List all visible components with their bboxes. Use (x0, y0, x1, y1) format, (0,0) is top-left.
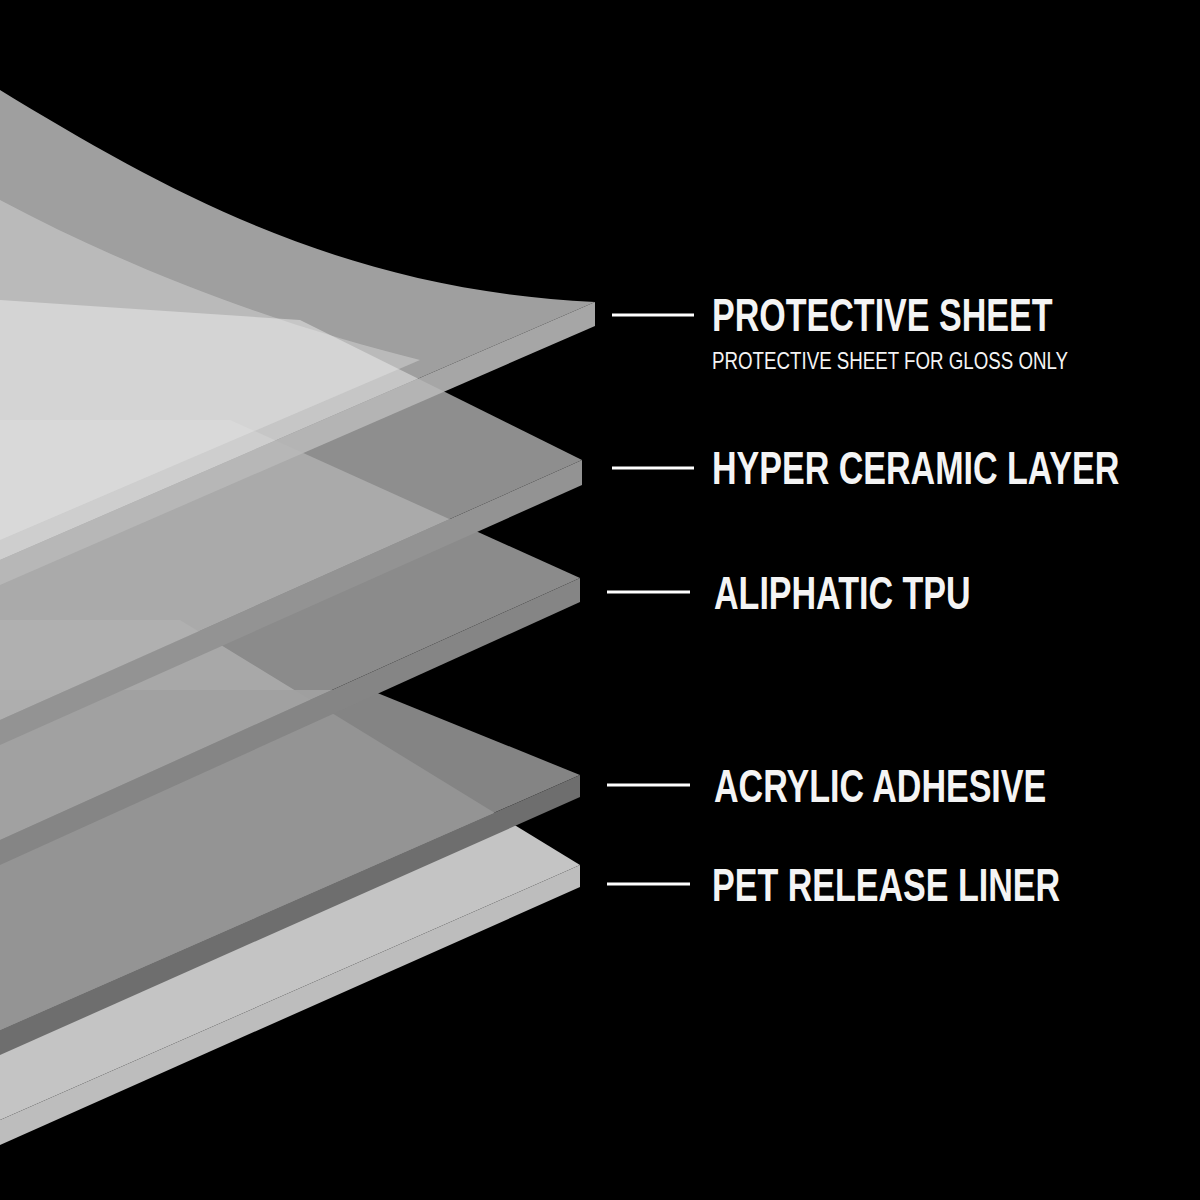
layer-label: ALIPHATIC TPU (714, 570, 971, 616)
layer-label: PROTECTIVE SHEET (712, 292, 1052, 338)
layer-label: PET RELEASE LINER (712, 862, 1060, 908)
layer-label: HYPER CERAMIC LAYER (712, 445, 1119, 491)
layer-label: ACRYLIC ADHESIVE (714, 763, 1046, 809)
protective-sheet (0, 90, 595, 585)
leader-lines (607, 315, 694, 884)
layer-note: PROTECTIVE SHEET FOR GLOSS ONLY (712, 349, 1068, 373)
